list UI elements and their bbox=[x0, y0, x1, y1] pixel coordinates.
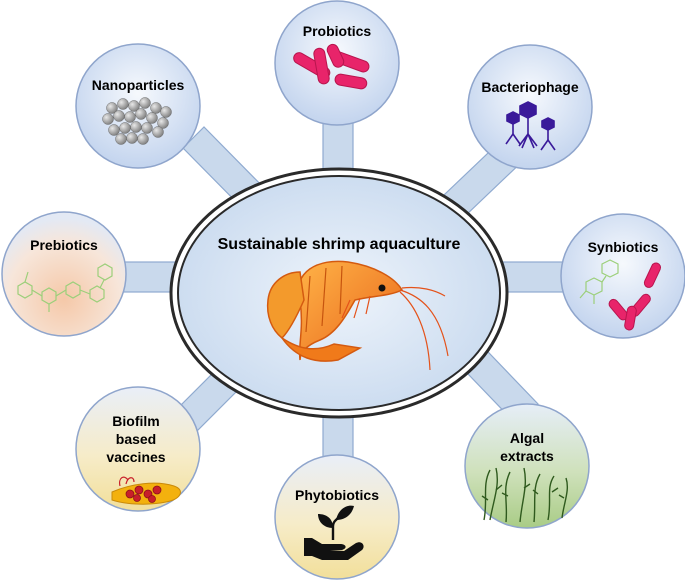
center-hub: Sustainable shrimp aquaculture bbox=[169, 167, 509, 419]
center-title: Sustainable shrimp aquaculture bbox=[218, 236, 461, 253]
node-bacteriophage: Bacteriophage bbox=[467, 44, 593, 170]
bacteriophage-icon bbox=[505, 101, 556, 151]
node-algal-extracts-label-1: Algal bbox=[510, 430, 544, 446]
node-phytobiotics: Phytobiotics bbox=[274, 454, 400, 580]
biofilm-icon bbox=[111, 476, 181, 505]
node-phytobiotics-label: Phytobiotics bbox=[295, 487, 379, 503]
seaweed-icon bbox=[481, 467, 569, 523]
node-biofilm-vaccines-label-2: based bbox=[116, 431, 156, 447]
oligosaccharide-chain-icon bbox=[17, 263, 113, 312]
node-biofilm-vaccines: Biofilm based vaccines bbox=[75, 386, 201, 512]
node-biofilm-vaccines-circle bbox=[75, 386, 201, 512]
node-bacteriophage-label: Bacteriophage bbox=[481, 79, 578, 95]
rod-bacteria-icon bbox=[293, 43, 370, 90]
node-synbiotics-circle bbox=[560, 213, 685, 339]
node-nanoparticles: Nanoparticles bbox=[75, 43, 201, 169]
node-synbiotics: Synbiotics bbox=[560, 213, 685, 339]
node-algal-extracts: Algal extracts bbox=[464, 403, 590, 529]
node-biofilm-vaccines-label-3: vaccines bbox=[106, 449, 165, 465]
nanoparticle-cluster-icon bbox=[102, 97, 172, 145]
node-nanoparticles-label: Nanoparticles bbox=[92, 77, 185, 93]
node-prebiotics-label: Prebiotics bbox=[30, 237, 98, 253]
node-biofilm-vaccines-label-1: Biofilm bbox=[112, 413, 159, 429]
node-algal-extracts-label-2: extracts bbox=[500, 448, 554, 464]
node-algal-extracts-circle bbox=[464, 403, 590, 529]
molecule-and-bacteria-icon bbox=[579, 259, 662, 331]
node-prebiotics: Prebiotics bbox=[1, 211, 127, 337]
node-synbiotics-label: Synbiotics bbox=[588, 239, 659, 255]
node-probiotics: Probiotics bbox=[274, 0, 400, 126]
node-prebiotics-circle bbox=[1, 211, 127, 337]
node-probiotics-label: Probiotics bbox=[303, 23, 372, 39]
hand-with-sprout-icon bbox=[304, 505, 364, 560]
shrimp-icon bbox=[266, 260, 449, 371]
